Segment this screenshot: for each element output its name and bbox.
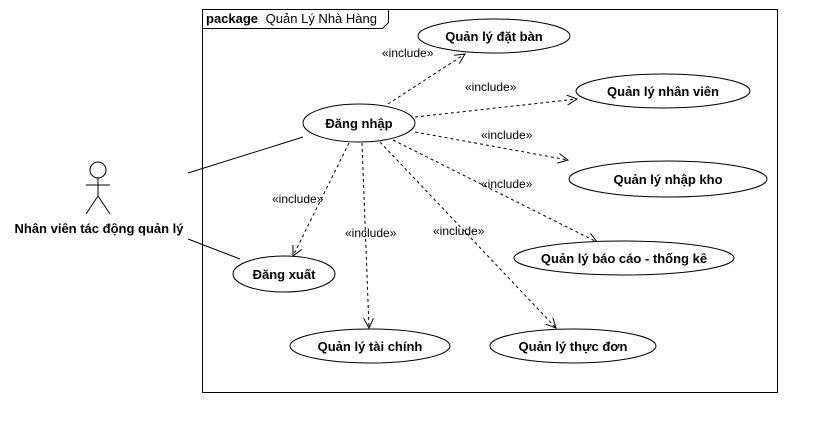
include-label-thuc-don: «include» bbox=[433, 224, 485, 238]
svg-text:package Quản Lý Nhà Hàng: package Quản Lý Nhà Hàng bbox=[206, 11, 377, 26]
include-label-dang-xuat: «include» bbox=[272, 192, 324, 206]
use-case-dat-ban-label: Quản lý đặt bàn bbox=[445, 29, 543, 44]
include-bao-cao bbox=[392, 139, 597, 242]
use-case-tai-chinh-label: Quản lý tài chính bbox=[318, 339, 423, 354]
include-nhap-kho bbox=[414, 131, 568, 160]
use-case-nhan-vien-label: Quản lý nhân viên bbox=[607, 84, 719, 99]
actor-head bbox=[89, 161, 107, 179]
use-case-dang-nhap[interactable]: Đăng nhập bbox=[302, 103, 416, 143]
use-case-dat-ban[interactable]: Quản lý đặt bàn bbox=[417, 18, 571, 54]
include-label-dat-ban: «include» bbox=[382, 46, 434, 60]
package-frame: package Quản Lý Nhà Hàng bbox=[202, 9, 778, 393]
package-keyword: package bbox=[206, 11, 258, 26]
use-case-bao-cao-label: Quản lý báo cáo - thống kê bbox=[541, 251, 707, 266]
include-label-nhan-vien: «include» bbox=[465, 80, 517, 94]
use-case-dang-xuat[interactable]: Đăng xuất bbox=[232, 255, 336, 293]
use-case-nhan-vien[interactable]: Quản lý nhân viên bbox=[575, 73, 751, 109]
use-case-thuc-don-label: Quản lý thực đơn bbox=[519, 339, 628, 354]
use-case-nhap-kho-label: Quản lý nhập kho bbox=[613, 172, 722, 187]
use-case-dang-xuat-label: Đăng xuất bbox=[253, 267, 317, 282]
package-name: Quản Lý Nhà Hàng bbox=[266, 11, 377, 26]
include-label-nhap-kho: «include» bbox=[481, 128, 533, 142]
use-case-tai-chinh[interactable]: Quản lý tài chính bbox=[289, 328, 451, 364]
use-case-dang-nhap-label: Đăng nhập bbox=[325, 116, 392, 131]
use-case-bao-cao[interactable]: Quản lý báo cáo - thống kê bbox=[513, 240, 735, 276]
association-logout bbox=[187, 238, 241, 260]
association-login bbox=[187, 136, 304, 174]
actor-name: Nhân viên tác động quản lý bbox=[14, 221, 184, 236]
include-label-tai-chinh: «include» bbox=[345, 226, 397, 240]
include-thuc-don bbox=[379, 141, 556, 328]
use-case-thuc-don[interactable]: Quản lý thực đơn bbox=[489, 328, 657, 364]
actor-figure bbox=[85, 161, 111, 215]
include-label-bao-cao: «include» bbox=[481, 177, 533, 191]
use-case-nhap-kho[interactable]: Quản lý nhập kho bbox=[568, 160, 768, 198]
include-tai-chinh bbox=[361, 142, 369, 328]
